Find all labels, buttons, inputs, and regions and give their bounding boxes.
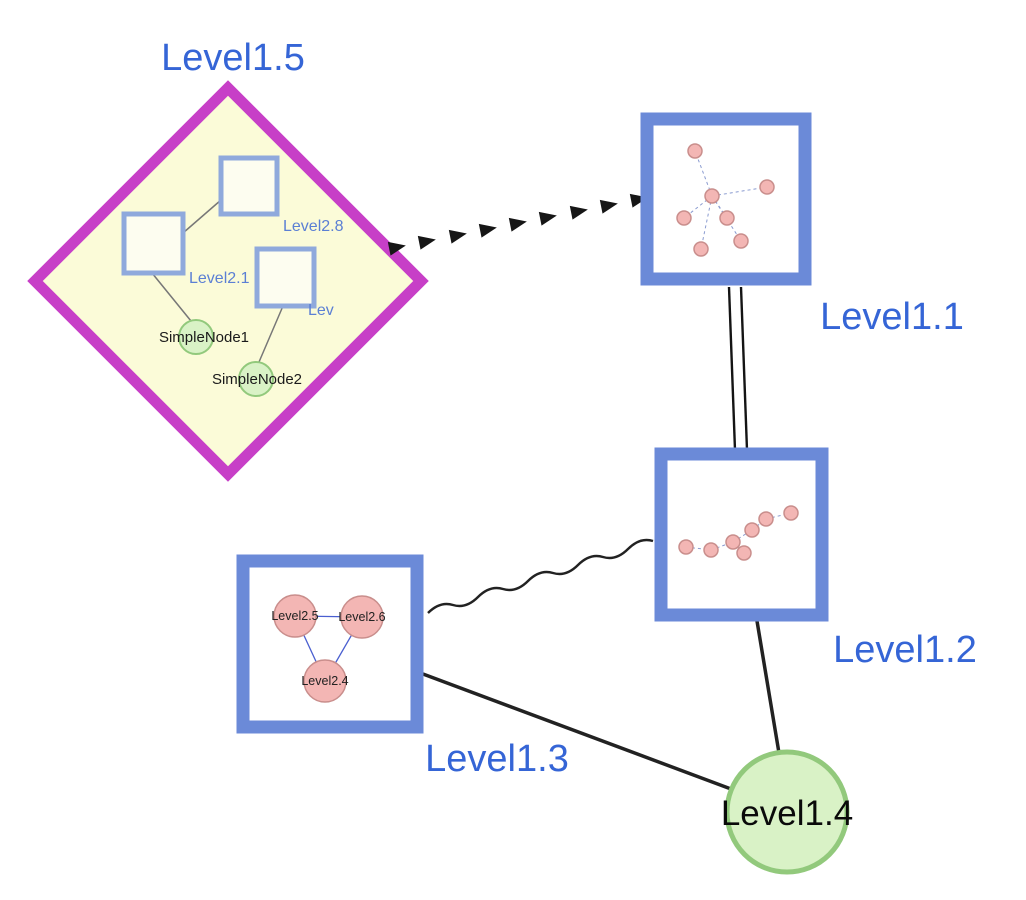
node-level1-3-group: Level2.5 Level2.6 Level2.4 Level1.3 — [236, 554, 569, 780]
node-label-level2-6: Level2.6 — [338, 610, 385, 624]
level1-1-inner-graph — [676, 143, 775, 257]
node-label-level1-3: Level1.3 — [425, 738, 569, 780]
mini-edge — [765, 512, 792, 520]
mini-node[interactable] — [719, 210, 735, 226]
node-level1-5-group: Level1.5 Level2.8 Level2.1 Lev SimpleNod… — [27, 37, 429, 482]
mini-node[interactable] — [733, 233, 749, 249]
level1-2-inner-graph — [678, 505, 799, 561]
edge-level1-2-to-level1-4[interactable] — [755, 620, 781, 754]
level1-3-inner-graph: Level2.5 Level2.6 Level2.4 — [271, 594, 386, 703]
mini-node[interactable] — [678, 539, 694, 555]
arrow-chevron — [478, 223, 497, 238]
node-label-level2-8: Level2.8 — [283, 218, 344, 235]
arrow-chevron — [538, 211, 557, 226]
node-label-simplenode1: SimpleNode1 — [159, 329, 249, 346]
node-level1-2[interactable] — [654, 447, 829, 622]
arrow-chevron — [569, 205, 588, 220]
node-level1-4[interactable] — [724, 749, 850, 875]
edge-level1-3-to-level1-4[interactable] — [422, 672, 732, 791]
edge-level2-1-to-simplenode1[interactable] — [151, 272, 192, 322]
mini-node[interactable] — [758, 511, 774, 527]
edge-level1-2-to-level1-3[interactable] — [427, 538, 654, 614]
edge-level1-1-to-level1-2[interactable] — [727, 286, 749, 451]
arrow-chevron — [448, 229, 467, 244]
node-label-level1-1: Level1.1 — [820, 296, 964, 338]
mini-node[interactable] — [676, 210, 692, 226]
node-label-simplenode2: SimpleNode2 — [212, 371, 302, 388]
node-level2-1[interactable] — [121, 211, 186, 276]
mini-node[interactable] — [704, 188, 720, 204]
node-level2-6[interactable] — [340, 595, 384, 639]
mini-edge — [694, 150, 713, 197]
node-level1-4-group: Level1.4 — [721, 749, 853, 875]
mini-node[interactable] — [783, 505, 799, 521]
edge-lev-to-simplenode2[interactable] — [258, 305, 284, 363]
node-simplenode2[interactable] — [238, 361, 274, 397]
mini-node[interactable] — [744, 522, 760, 538]
arrow-chevron — [599, 199, 618, 214]
node-level1-1[interactable] — [640, 112, 812, 286]
node-level2-4[interactable] — [303, 659, 347, 703]
double-edge-line — [739, 286, 749, 451]
node-level1-2-group: Level1.2 — [654, 447, 977, 671]
node-level2-8[interactable] — [218, 155, 280, 217]
edge-level1-5-to-level1-1[interactable] — [387, 191, 649, 256]
double-edge-line — [727, 286, 737, 451]
node-label-level2-1: Level2.1 — [189, 270, 250, 287]
node-simplenode1[interactable] — [178, 319, 214, 355]
arrow-chevron — [508, 217, 527, 232]
node-label-level1-5: Level1.5 — [161, 37, 305, 79]
edge-level2-1-to-level2-8[interactable] — [182, 199, 222, 234]
node-label-lev: Lev — [308, 302, 334, 319]
arrow-chevron — [417, 235, 436, 250]
node-level1-1-group: Level1.1 — [640, 112, 964, 338]
mini-node[interactable] — [687, 143, 703, 159]
node-lev[interactable] — [254, 246, 317, 309]
node-label-level2-5: Level2.5 — [271, 609, 318, 623]
mini-node[interactable] — [693, 241, 709, 257]
arrow-chevron — [387, 241, 406, 256]
mini-node[interactable] — [725, 534, 741, 550]
node-label-level1-4: Level1.4 — [721, 794, 853, 833]
node-label-level1-2: Level1.2 — [833, 629, 977, 671]
mini-node[interactable] — [736, 545, 752, 561]
mini-node[interactable] — [759, 179, 775, 195]
node-level2-5[interactable] — [273, 594, 317, 638]
node-level1-5[interactable] — [27, 80, 429, 482]
mini-node[interactable] — [703, 542, 719, 558]
node-label-level2-4: Level2.4 — [301, 674, 348, 688]
